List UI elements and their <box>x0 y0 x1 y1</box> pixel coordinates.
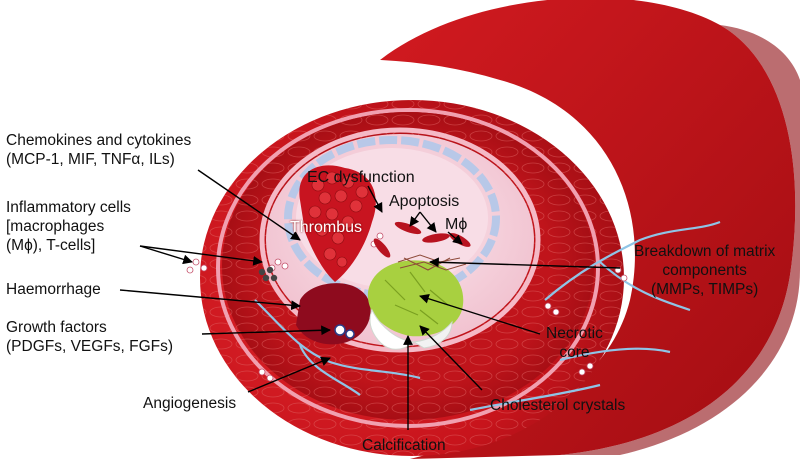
label-breakdown-line1: Breakdown of matrix <box>634 243 776 260</box>
vessel-tube <box>380 0 800 459</box>
arrow-haemorrhage <box>119 289 301 311</box>
platelet-cluster <box>258 266 278 282</box>
label-thrombus: Thrombus <box>290 218 362 237</box>
label-inflammatory-line2: [macrophages <box>6 218 105 235</box>
haemorrhage-region <box>296 283 371 345</box>
label-inflammatory-cells: Inflammatory cells [macrophages (Mϕ), T-… <box>6 198 131 255</box>
label-necrotic-core: Necrotic core <box>546 324 603 362</box>
label-chemokines: Chemokines and cytokines (MCP-1, MIF, TN… <box>6 131 191 169</box>
label-growth-line1: Growth factors <box>6 319 107 336</box>
arrow-inflammatory-2 <box>139 245 263 266</box>
label-angiogenesis-text: Angiogenesis <box>143 395 237 412</box>
label-chemokines-line1: Chemokines and cytokines <box>6 132 192 149</box>
label-chemokines-line2: (MCP-1, MIF, TNFα, ILs) <box>6 151 175 168</box>
arrow-necrotic <box>419 293 541 335</box>
arrow-macrophage <box>447 231 463 245</box>
label-inflammatory-line1: Inflammatory cells <box>6 199 131 216</box>
internal-elastic-lamina <box>259 127 541 353</box>
label-necrotic-line1: Necrotic <box>546 325 603 342</box>
arrow-chemokines <box>197 169 301 241</box>
label-growth-line2: (PDGFs, VEGFs, FGFs) <box>6 338 174 355</box>
cholesterol-crystals <box>369 308 453 350</box>
arrow-growth <box>201 325 331 336</box>
label-haemorrhage: Haemorrhage <box>6 280 101 299</box>
label-apoptosis-text: Apoptosis <box>389 193 460 210</box>
label-ec-dysfunction: EC dysfunction <box>307 168 415 187</box>
growth-factor-cell <box>334 324 346 336</box>
label-apoptosis: Apoptosis <box>389 192 459 211</box>
label-calcification: Calcification <box>362 436 446 455</box>
label-inflammatory-line3: (Mϕ), T-cells] <box>6 237 96 254</box>
label-breakdown-line2: components <box>662 262 747 279</box>
pointer-arrows <box>119 169 621 430</box>
label-macrophage-text: Mϕ <box>445 216 468 233</box>
label-growth-factors: Growth factors (PDGFs, VEGFs, FGFs) <box>6 318 173 356</box>
arrow-apoptosis-2 <box>419 211 437 233</box>
arrow-cholesterol <box>419 325 483 391</box>
label-cholesterol-crystals: Cholesterol crystals <box>490 396 625 415</box>
label-thrombus-text: Thrombus <box>290 219 363 236</box>
arrow-breakdown <box>429 257 621 269</box>
arrow-angiogenesis <box>247 356 331 393</box>
growth-factor-cell <box>345 329 355 339</box>
arrow-apoptosis-1 <box>409 211 421 227</box>
label-macrophage: Mϕ <box>445 215 467 234</box>
inflammatory-cells <box>186 232 628 382</box>
label-breakdown-line3: (MMPs, TIMPs) <box>650 281 759 298</box>
label-haemorrhage-text: Haemorrhage <box>6 281 101 298</box>
arrow-ec-dysfunction <box>367 185 383 213</box>
thrombus-illustration <box>299 165 376 282</box>
necrotic-core <box>367 260 464 337</box>
arrow-inflammatory-1 <box>139 245 193 265</box>
label-calcification-text: Calcification <box>362 437 446 454</box>
label-breakdown-matrix: Breakdown of matrix components (MMPs, TI… <box>634 242 775 299</box>
label-angiogenesis: Angiogenesis <box>143 394 236 413</box>
label-ec-dysfunction-text: EC dysfunction <box>307 169 415 186</box>
label-necrotic-line2: core <box>559 344 590 361</box>
label-cholesterol-text: Cholesterol crystals <box>490 397 626 414</box>
